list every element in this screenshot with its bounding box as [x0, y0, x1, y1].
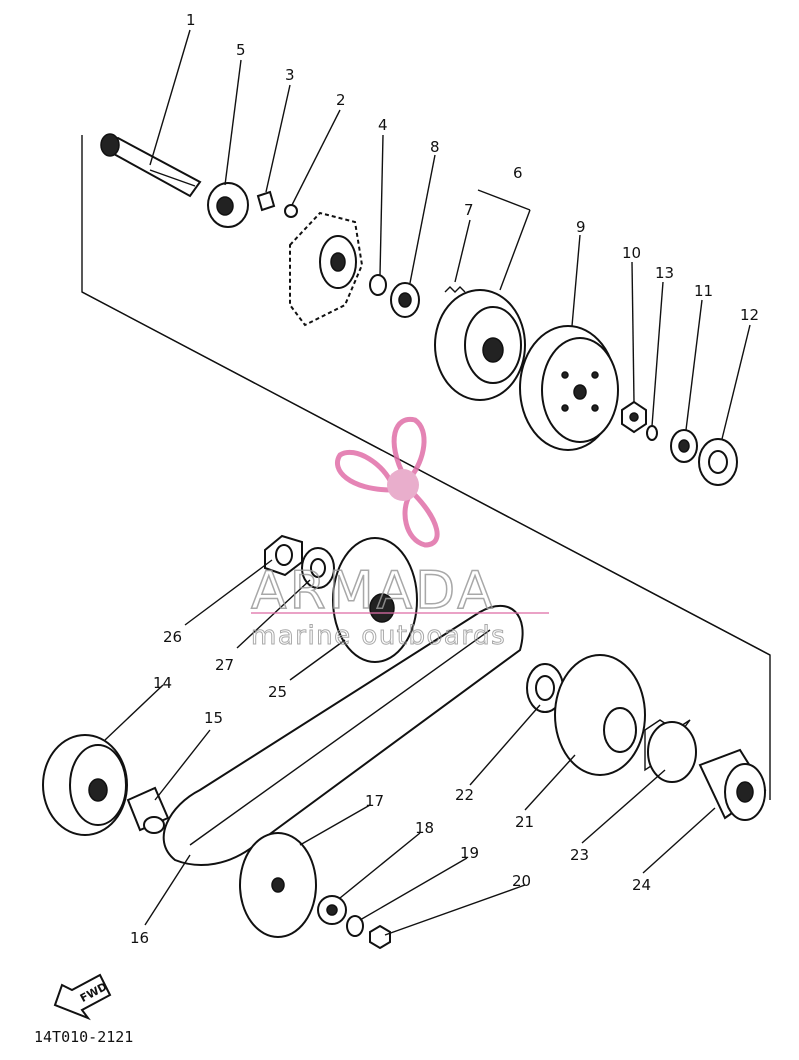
drawing-code: 14T010-2121 [34, 1028, 133, 1046]
label-4: 4 [378, 116, 388, 134]
label-16: 16 [130, 929, 149, 947]
part-27-washer [301, 547, 335, 589]
housing-cover [289, 211, 364, 327]
watermark-brand: ARMADA [251, 561, 496, 621]
label-23: 23 [570, 846, 589, 864]
assembly-outline [81, 135, 771, 800]
label-12: 12 [740, 306, 759, 324]
label-18: 18 [415, 819, 434, 837]
label-1: 1 [186, 11, 196, 29]
part-14-primary-sheave [42, 734, 128, 836]
label-7: 7 [464, 201, 474, 219]
label-22: 22 [455, 786, 474, 804]
label-5: 5 [236, 41, 246, 59]
label-15: 15 [204, 709, 223, 727]
part-10-nut [621, 400, 647, 434]
part-7-spring [444, 286, 466, 293]
part-22-seal [526, 663, 564, 713]
part-5-bearing [207, 182, 249, 228]
label-6: 6 [513, 164, 523, 182]
part-13-oring [646, 425, 658, 441]
part-17-cam-plate [239, 832, 317, 938]
part-20-nut [369, 924, 391, 950]
part-3-bolt [256, 190, 276, 212]
part-4-clip [369, 274, 387, 296]
label-10: 10 [622, 244, 641, 262]
label-8: 8 [430, 138, 440, 156]
watermark: ARMADA marine outboards [250, 416, 549, 652]
part-16-belt [162, 605, 524, 866]
watermark-tagline: marine outboards [251, 621, 506, 651]
part-11-bearing [670, 429, 698, 463]
fwd-arrow: FWD [53, 973, 112, 1021]
part-1-shaft [100, 133, 202, 198]
leader-lines [104, 29, 751, 936]
label-13: 13 [655, 264, 674, 282]
part-25-sheave [332, 537, 418, 663]
part-19-washer [346, 915, 364, 937]
label-20: 20 [512, 872, 531, 890]
label-9: 9 [576, 218, 586, 236]
label-19: 19 [460, 844, 479, 862]
part-number-labels: 1 5 3 2 4 8 6 7 9 10 13 11 12 26 27 25 1… [130, 11, 759, 947]
part-18-gear [317, 895, 347, 925]
part-21-secondary-sheave [554, 654, 646, 776]
part-23-spring [644, 719, 697, 783]
label-27: 27 [215, 656, 234, 674]
label-17: 17 [365, 792, 384, 810]
label-24: 24 [632, 876, 651, 894]
propeller-logo-icon [335, 416, 440, 548]
label-21: 21 [515, 813, 534, 831]
label-2: 2 [336, 91, 346, 109]
part-8-bearing [390, 282, 420, 318]
part-26-nut [264, 534, 303, 577]
label-3: 3 [285, 66, 295, 84]
part-24-cup [698, 748, 767, 821]
label-11: 11 [694, 282, 713, 300]
part-2-washer [284, 204, 298, 218]
label-25: 25 [268, 683, 287, 701]
part-6-clutch [434, 289, 526, 401]
part-9-clutch-housing [519, 325, 619, 451]
part-15-collar [126, 786, 170, 834]
part-12-seal [698, 438, 738, 486]
label-26: 26 [163, 628, 182, 646]
label-14: 14 [153, 674, 172, 692]
